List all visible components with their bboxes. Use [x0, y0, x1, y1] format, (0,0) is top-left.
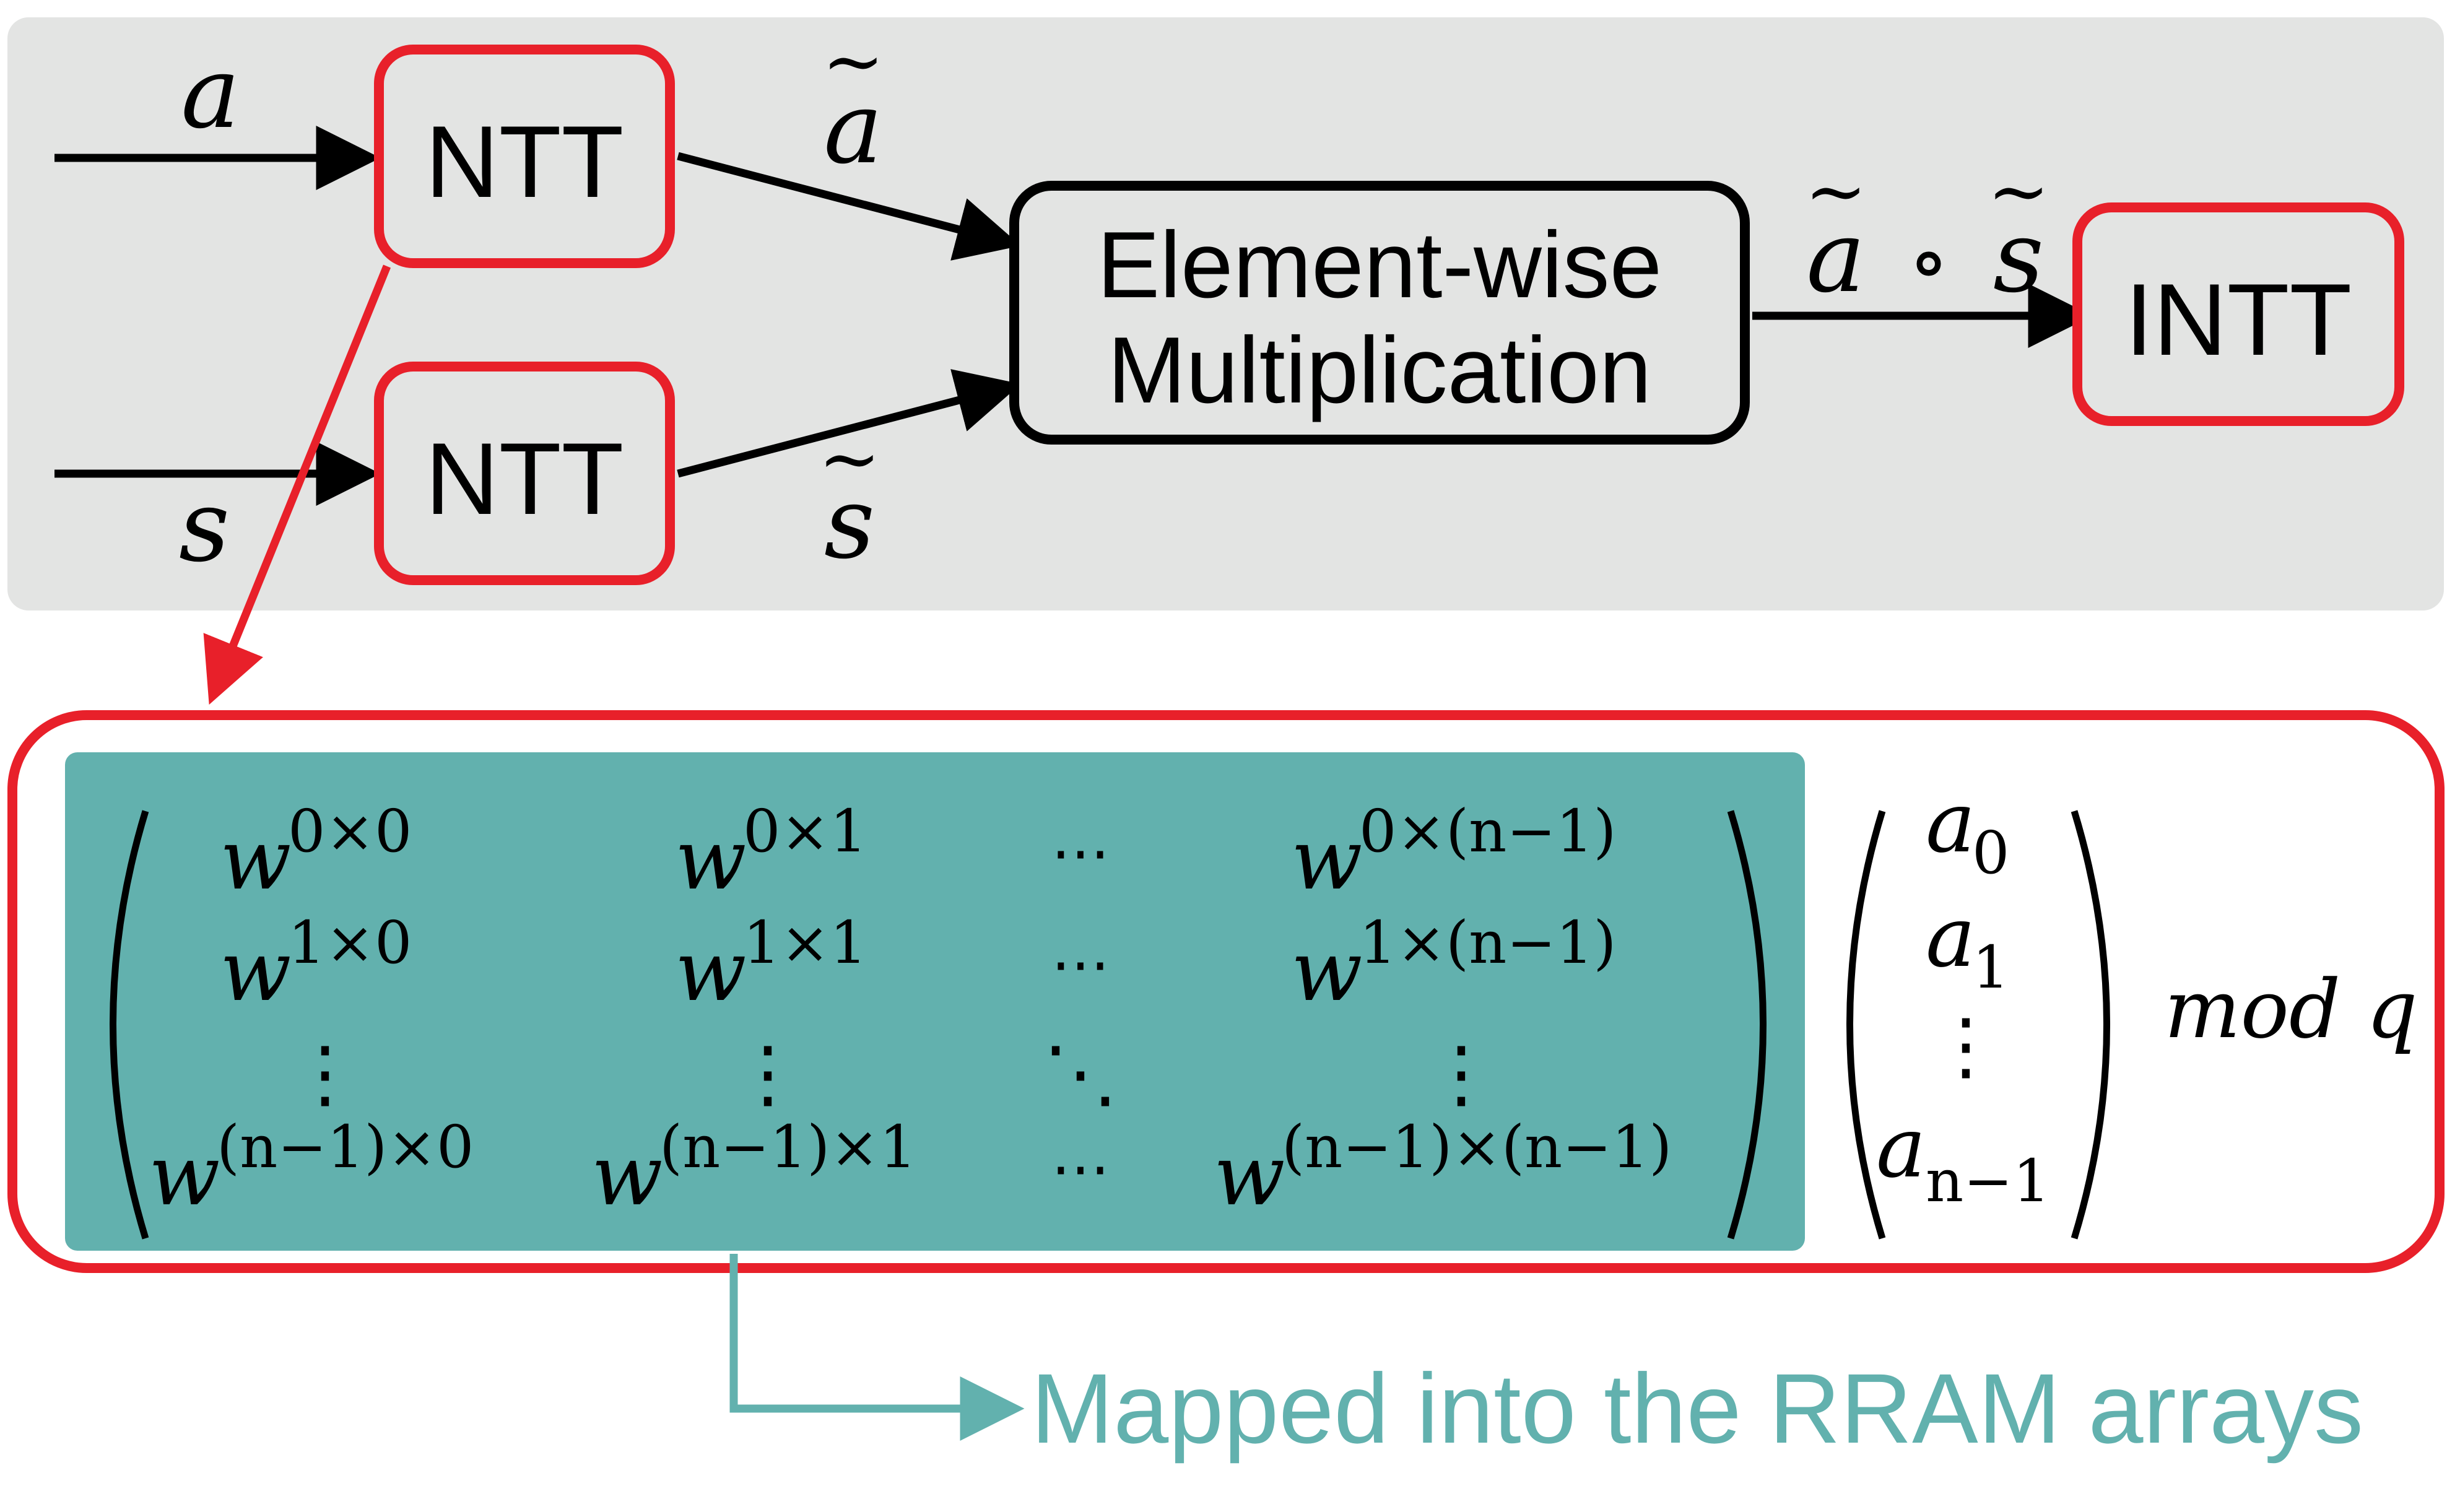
svg-text:a: a: [1926, 774, 1976, 871]
matrix-entry: w 0×0: [220, 797, 412, 908]
svg-text:(n−1)×1: (n−1)×1: [659, 1113, 916, 1181]
product-label: a ~ ∘ s ~: [1805, 149, 2050, 315]
vector-entry: a 0: [1926, 774, 2009, 887]
svg-text:a: a: [824, 70, 882, 186]
a-tilde-label: a ~: [822, 19, 885, 186]
vector-left-bracket: [1846, 810, 1886, 1240]
svg-text:0: 0: [1972, 819, 2009, 887]
s-tilde-arrow: [677, 369, 1021, 478]
svg-text:0×1: 0×1: [743, 797, 867, 866]
vector-entry: a n−1: [1876, 1099, 2050, 1215]
svg-text:a: a: [1926, 889, 1976, 986]
svg-text:~: ~: [1805, 149, 1867, 235]
matrix-left-bracket: [110, 810, 149, 1240]
matrix-vdots: ⋮: [731, 1031, 805, 1117]
matrix-entry: w (n−1)×1: [591, 1113, 916, 1224]
svg-text:w: w: [591, 1127, 663, 1224]
ntt-expansion-arrow: [203, 264, 391, 705]
matrix-hdots: ⋯: [1051, 819, 1110, 887]
svg-text:~: ~: [822, 19, 885, 105]
ntt-bottom-label: NTT: [425, 422, 624, 536]
svg-text:w: w: [149, 1127, 220, 1224]
s-tilde-label: s ~: [819, 416, 881, 581]
intt-block: INTT: [2072, 202, 2404, 426]
intt-label: INTT: [2125, 263, 2352, 376]
rram-mapping-arrow: [729, 1254, 1025, 1441]
svg-text:w: w: [220, 811, 292, 908]
matrix-entry: w 1×1: [675, 909, 867, 1020]
multiply-line2: Multiplication: [1108, 318, 1652, 423]
ntt-bottom-block: NTT: [374, 362, 675, 585]
svg-text:w: w: [1291, 923, 1363, 1020]
svg-text:1×1: 1×1: [743, 909, 867, 977]
svg-text:∘: ∘: [1908, 211, 1950, 312]
matrix-entry: w 0×1: [675, 797, 867, 908]
matrix-entry: w (n−1)×0: [149, 1113, 474, 1224]
matrix-entry: w 0×(n−1): [1291, 797, 1616, 908]
input-a-label: a: [181, 35, 240, 150]
svg-text:w: w: [675, 811, 747, 908]
ntt-top-block: NTT: [374, 45, 675, 268]
matrix-hdots: ⋯: [1051, 1135, 1110, 1203]
matrix-entry: w (n−1)×(n−1): [1214, 1113, 1672, 1224]
matrix-entry: w 1×(n−1): [1291, 909, 1616, 1020]
twiddle-matrix-panel: [65, 752, 1805, 1251]
matrix-vdots: ⋮: [288, 1031, 362, 1117]
svg-text:a: a: [1806, 199, 1865, 315]
svg-text:w: w: [675, 923, 747, 1020]
svg-text:w: w: [220, 923, 292, 1020]
modulus-label: mod q: [2164, 962, 2417, 1056]
svg-text:(n−1)×0: (n−1)×0: [217, 1113, 474, 1181]
rram-mapping-label: Mapped into the RRAM arrays: [1031, 1353, 2363, 1464]
svg-text:1×0: 1×0: [288, 909, 412, 977]
svg-text:~: ~: [819, 416, 881, 502]
svg-text:0×(n−1): 0×(n−1): [1359, 797, 1616, 866]
input-s-label: s: [179, 468, 230, 584]
matrix-entry: w 1×0: [220, 909, 412, 1020]
matrix-ddots: ⋱: [1043, 1031, 1118, 1117]
svg-text:1×(n−1): 1×(n−1): [1359, 909, 1616, 977]
svg-text:w: w: [1291, 811, 1363, 908]
vector-vdots: ⋮: [1929, 1003, 2003, 1089]
svg-text:n−1: n−1: [1926, 1147, 2050, 1215]
vector-right-bracket: [2071, 810, 2110, 1240]
a-tilde-arrow: [677, 152, 1021, 261]
svg-text:s: s: [824, 465, 875, 581]
svg-text:1: 1: [1972, 934, 2009, 1002]
matrix-vdots: ⋮: [1424, 1031, 1498, 1117]
svg-text:w: w: [1214, 1127, 1285, 1224]
ntt-top-label: NTT: [425, 105, 624, 219]
matrix-right-bracket: [1727, 810, 1767, 1240]
element-wise-multiplication-block: Element-wise Multiplication: [1009, 181, 1750, 445]
svg-text:(n−1)×(n−1): (n−1)×(n−1): [1282, 1113, 1672, 1181]
twiddle-matrix: w 0×0 w 0×1 ⋯ w 0×(n−1) w 1×0 w 1×1 ⋯ w …: [149, 797, 1672, 1224]
input-vector: a 0 a 1 ⋮ a n−1: [1876, 774, 2050, 1215]
svg-text:~: ~: [1988, 149, 2050, 235]
matrix-hdots: ⋯: [1051, 931, 1110, 999]
svg-text:0×0: 0×0: [288, 797, 412, 866]
vector-entry: a 1: [1926, 889, 2009, 1002]
multiply-line1: Element-wise: [1097, 212, 1662, 318]
svg-text:a: a: [1876, 1099, 1926, 1196]
